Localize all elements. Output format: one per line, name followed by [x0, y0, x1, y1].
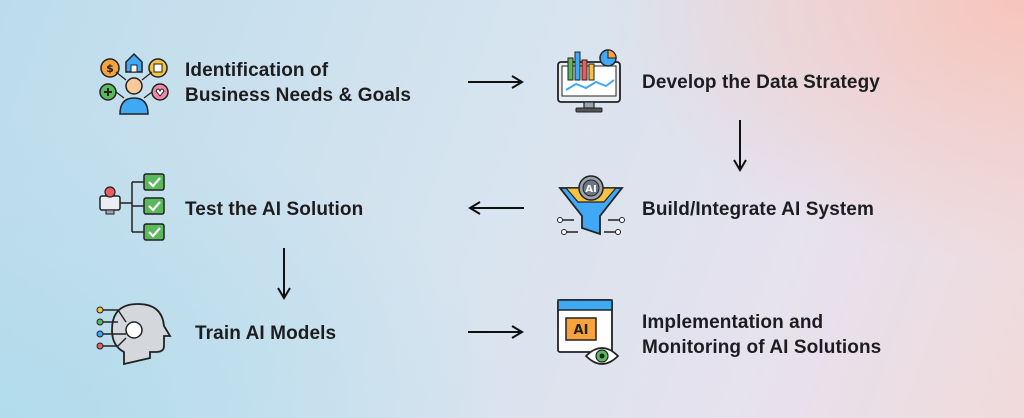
svg-text:$: $ [106, 62, 114, 75]
arrow-build-to-test [468, 201, 524, 215]
label-line: Business Needs & Goals [185, 85, 412, 106]
step-test-label: Test the AI Solution [185, 197, 363, 222]
label-line: Build/Integrate AI System [642, 199, 874, 220]
ai-window-eye-icon: AI [557, 299, 620, 365]
svg-text:AI: AI [574, 323, 589, 338]
people-goals-icon: $ [99, 52, 169, 115]
step-build-integrate-label: Build/Integrate AI System [642, 197, 874, 222]
ai-funnel-icon: AI [557, 175, 625, 236]
arrow-test-to-train [277, 248, 291, 300]
label-line: Train AI Models [195, 323, 337, 344]
checklist-icon [99, 173, 165, 241]
step-identification-label: Identification of Business Needs & Goals [185, 58, 411, 108]
step-data-strategy-label: Develop the Data Strategy [642, 70, 880, 95]
arrow-strategy-to-build [733, 120, 747, 172]
arrow-train-to-monitor [468, 325, 524, 339]
label-line: Implementation and [642, 312, 824, 333]
arrow-identify-to-strategy [468, 75, 524, 89]
step-train-label: Train AI Models [195, 321, 336, 346]
label-line: Test the AI Solution [185, 199, 364, 220]
step-monitoring-label: Implementation and Monitoring of AI Solu… [642, 310, 881, 360]
data-monitor-icon [557, 49, 621, 113]
ai-head-icon [96, 303, 172, 366]
label-line: Monitoring of AI Solutions [642, 337, 882, 358]
label-line: Develop the Data Strategy [642, 72, 880, 93]
svg-text:AI: AI [585, 184, 596, 195]
label-line: Identification of [185, 60, 329, 81]
